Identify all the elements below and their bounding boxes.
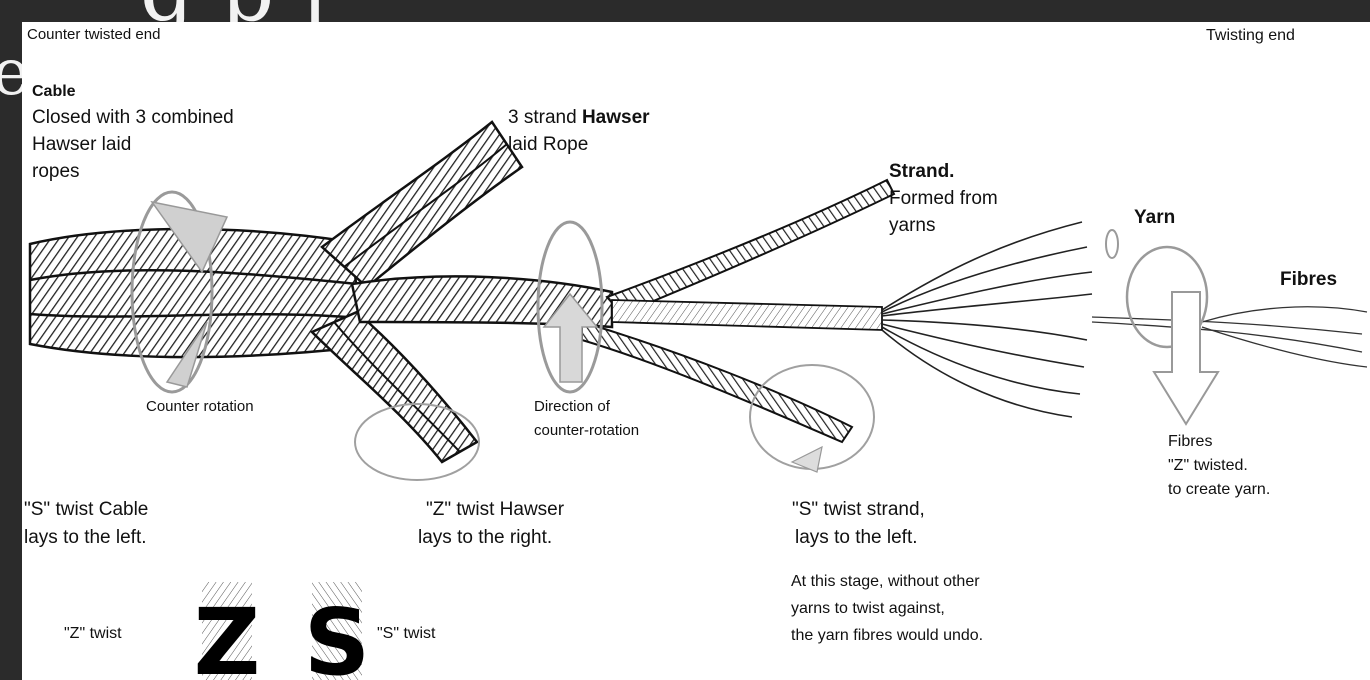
hawser-line2: laid Rope — [508, 131, 588, 158]
cable-caption-line2: lays to the left. — [24, 524, 147, 551]
counter-twisted-end-label: Counter twisted end — [27, 24, 160, 46]
hawser-rope-upper — [322, 122, 522, 287]
direction-line1: Direction of — [534, 396, 610, 418]
yarn-twist-arrow — [1106, 230, 1118, 258]
hawser-caption-line2: lays to the right. — [418, 524, 552, 551]
direction-line2: counter-rotation — [534, 420, 639, 442]
counter-rotation-label: Counter rotation — [146, 396, 254, 418]
twisting-end-label: Twisting end — [1206, 24, 1295, 47]
fibres-lines — [1092, 307, 1367, 367]
left-dark-band: e — [0, 0, 22, 680]
z-twist-glyph: Z — [194, 582, 261, 680]
cable-line1: Closed with 3 combined — [32, 104, 234, 131]
cable-caption-line1: "S" twist Cable — [24, 496, 148, 523]
cable-title: Cable — [32, 80, 76, 103]
rope-diagram: Z S Counter twisted end Twisting end Cab… — [22, 22, 1370, 680]
hawser-prefix: 3 strand — [508, 107, 582, 128]
cable-line2: Hawser laid — [32, 131, 131, 158]
hawser-line1: 3 strand Hawser — [508, 104, 650, 131]
strand-caption-line2: lays to the left. — [795, 524, 918, 551]
hawser-caption-line1: "Z" twist Hawser — [426, 496, 564, 523]
fibres-twist-arrow — [1127, 247, 1218, 424]
z-twist-label: "Z" twist — [64, 622, 122, 645]
yarns-fan — [882, 222, 1092, 417]
fibres-caption-line2: "Z" twisted. — [1168, 454, 1248, 477]
z-letter: Z — [194, 589, 261, 680]
note-line1: At this stage, without other — [791, 570, 980, 593]
cable-line3: ropes — [32, 158, 80, 185]
cropped-title-text: g p j — [140, 0, 327, 22]
hawser-bold: Hawser — [582, 107, 650, 128]
note-line2: yarns to twist against, — [791, 597, 945, 620]
yarn-title: Yarn — [1134, 204, 1175, 231]
strand-title: Strand. — [889, 158, 954, 185]
strand-line1: Formed from — [889, 185, 998, 212]
cropped-left-letter: e — [0, 36, 22, 110]
strand-caption-line1: "S" twist strand, — [792, 496, 925, 523]
s-letter: S — [304, 589, 370, 680]
strand-line2: yarns — [889, 212, 935, 239]
straight-strand — [612, 300, 882, 330]
note-line3: the yarn fibres would undo. — [791, 624, 983, 647]
top-dark-band: g p j — [0, 0, 1370, 22]
fibres-caption-line3: to create yarn. — [1168, 478, 1270, 501]
s-twist-glyph: S — [304, 582, 370, 680]
hawser-rope-lower — [312, 312, 477, 462]
fibres-caption-line1: Fibres — [1168, 430, 1212, 453]
s-twist-label: "S" twist — [377, 622, 435, 645]
fibres-title: Fibres — [1280, 266, 1337, 293]
strand-rope-upper — [607, 180, 894, 314]
